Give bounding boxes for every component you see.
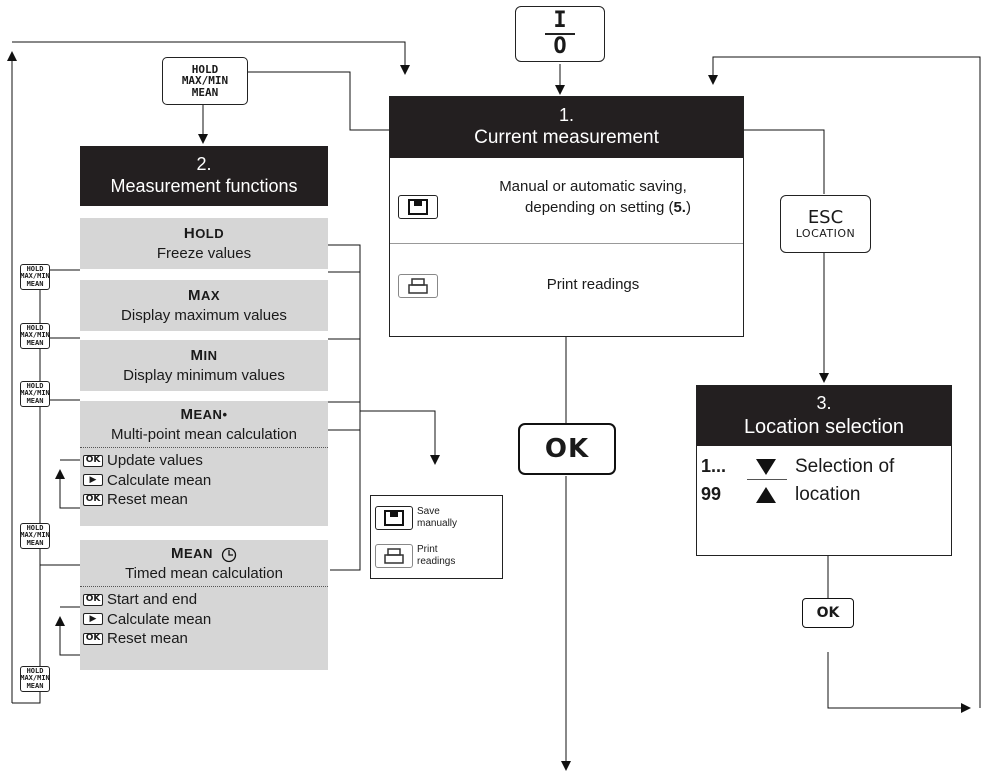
- box3-text-line1: Selection of: [795, 456, 895, 477]
- mini-print-line2: readings: [417, 556, 456, 567]
- function-mean-desc: Multi-point mean calculation: [111, 425, 297, 443]
- box3-text-line2: location: [795, 484, 861, 505]
- loop-right-arrow: [708, 56, 981, 708]
- save-line1: Manual or automatic saving,: [499, 178, 687, 195]
- esc-key-line2: LOCATION: [795, 226, 856, 240]
- clock-icon: [221, 547, 237, 562]
- ok-key-icon[interactable]: OK: [83, 632, 103, 645]
- ok-key-label: OK: [544, 434, 590, 464]
- save-line2: depending on setting (5.): [448, 197, 738, 218]
- function-min-name: MIN: [190, 347, 218, 364]
- save-line2-bold: 5.: [673, 199, 686, 216]
- print-icon[interactable]: [398, 274, 438, 298]
- mini-print-icon[interactable]: [375, 544, 413, 568]
- mini-save-line2: manually: [417, 518, 458, 529]
- ok-key-icon[interactable]: OK: [83, 454, 103, 467]
- box3-title: Location selection: [743, 415, 905, 438]
- left-key-bracket: [12, 270, 41, 704]
- right-arrow-key-icon[interactable]: ▶: [83, 613, 103, 626]
- range-high: 99: [701, 484, 722, 504]
- box1-header: 1. Current measurement: [390, 97, 743, 158]
- ok-small-key[interactable]: OK: [802, 598, 854, 628]
- timed-sub-calculate: ▶Calculate mean: [83, 610, 331, 630]
- mini-print-line1: Print: [417, 544, 438, 555]
- function-timed-desc: Timed mean calculation: [125, 564, 283, 582]
- box-location-selection: 3. Location selection 1... 99 Selection …: [696, 385, 952, 556]
- ok-small-label: OK: [816, 605, 840, 621]
- hold-key-line2: MAX/MIN: [181, 74, 229, 88]
- bracket-to-mini-arrow: [360, 410, 440, 465]
- ok-key-icon[interactable]: OK: [83, 493, 103, 506]
- box1-to-esc-line: [744, 129, 825, 194]
- box3-header: 3. Location selection: [697, 386, 951, 446]
- hold-maxmin-mean-key[interactable]: HOLD MAX/MIN MEAN: [162, 57, 248, 105]
- box1-print-row: Print readings: [390, 244, 743, 334]
- right-arrow-key-icon[interactable]: ▶: [83, 474, 103, 487]
- function-hold: HOLD Freeze values: [80, 218, 328, 269]
- box1-title: Current measurement: [474, 126, 659, 148]
- box2-title: Measurement functions: [110, 176, 298, 196]
- function-min-desc: Display minimum values: [123, 366, 285, 384]
- mini-save-print-box: Save manually Print readings: [370, 495, 503, 579]
- box-current-measurement: 1. Current measurement Manual or automat…: [389, 96, 744, 337]
- save-icon[interactable]: [398, 195, 438, 219]
- box1-save-row: Manual or automatic saving, depending on…: [390, 158, 743, 244]
- down-arrow-icon[interactable]: [755, 458, 777, 476]
- hold-to-box1-line: [248, 71, 389, 131]
- hold-key-line3: MEAN: [191, 85, 219, 99]
- function-hold-desc: Freeze values: [156, 244, 252, 262]
- loop-bottom-arrow: [827, 703, 971, 713]
- power-key-bottom: O: [553, 34, 567, 59]
- range-low: 1...: [701, 456, 727, 476]
- box2-number: 2.: [196, 154, 212, 175]
- timed-divider: [80, 586, 328, 587]
- esc-key-line1: ESC: [807, 206, 844, 228]
- power-key-top: I: [553, 8, 567, 33]
- mini-save-icon[interactable]: [375, 506, 413, 530]
- mean-loop-arrow: [55, 469, 80, 509]
- box2-header: 2. Measurement functions: [80, 146, 328, 206]
- mini-save-line1: Save: [417, 506, 440, 517]
- timed-loop-arrow: [55, 616, 80, 656]
- up-arrow-icon[interactable]: [755, 486, 777, 504]
- mean-divider: [80, 447, 328, 448]
- functions-bracket: [328, 244, 361, 571]
- power-key[interactable]: I O: [515, 6, 605, 62]
- esc-location-key[interactable]: ESC LOCATION: [780, 195, 871, 253]
- save-line2-post: ): [685, 199, 691, 216]
- function-min: MIN Display minimum values: [80, 340, 328, 391]
- ok-key-icon[interactable]: OK: [83, 593, 103, 606]
- function-timed-name: MEAN: [171, 544, 237, 564]
- box1-number: 1.: [558, 105, 574, 126]
- function-max-name: MAX: [187, 287, 221, 304]
- function-max: MAX Display maximum values: [80, 280, 328, 331]
- box3-number: 3.: [816, 393, 832, 414]
- function-hold-name: HOLD: [183, 225, 225, 242]
- hold-key-line1: HOLD: [191, 62, 219, 76]
- ok-key[interactable]: OK: [518, 423, 616, 475]
- function-max-desc: Display maximum values: [121, 306, 287, 324]
- print-text: Print readings: [546, 276, 640, 293]
- mean-sub-calculate: ▶Calculate mean: [83, 471, 331, 491]
- save-text: Manual or automatic saving, depending on…: [448, 176, 738, 218]
- loop-top-arrow: [12, 41, 410, 75]
- function-mean-name: MEAN•: [180, 406, 228, 423]
- save-line2-pre: depending on setting (: [525, 199, 674, 216]
